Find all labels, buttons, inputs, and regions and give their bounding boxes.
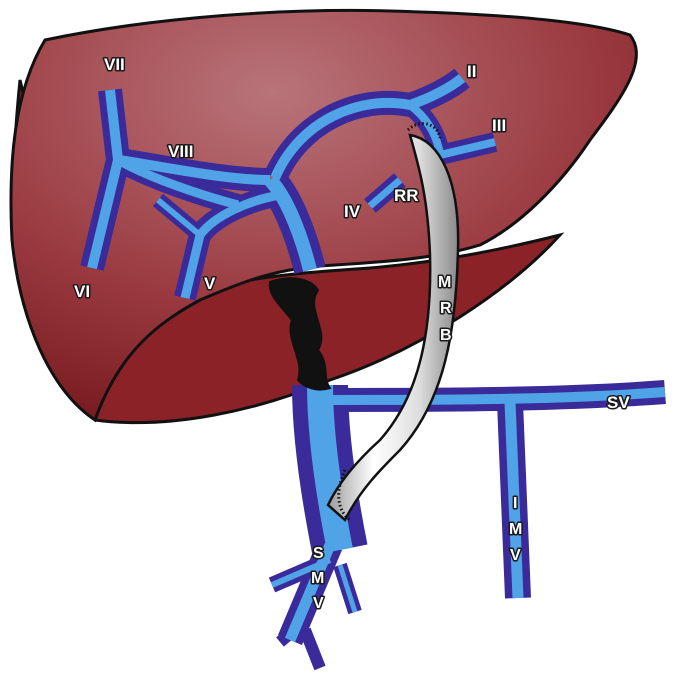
label-sv: SV (607, 393, 630, 412)
intrahepatic-portal-veins (80, 68, 666, 671)
label-mrb-m: M (438, 274, 451, 291)
portal-vein-occlusion (268, 277, 332, 391)
label-mrb-b: B (440, 327, 452, 344)
label-mrb-r: R (440, 300, 452, 317)
label-segment-vii: VII (104, 55, 125, 74)
label-segment-vi: VI (74, 282, 90, 301)
label-segment-ii: II (467, 62, 476, 81)
label-imv-i: I (513, 495, 517, 512)
graft-distal-suture (337, 469, 351, 522)
label-imv-v: V (510, 547, 521, 564)
graft-tube (326, 133, 460, 523)
label-imv-m: M (509, 521, 522, 538)
label-segment-viii: VIII (168, 142, 194, 161)
label-segment-v: V (204, 274, 216, 293)
label-smv-m: M (311, 570, 324, 587)
label-rr: RR (394, 186, 419, 205)
labels: VII II III VIII RR IV V VI M R B SV I M … (73, 54, 632, 614)
label-smv-v: V (313, 595, 324, 612)
label-smv-s: S (313, 545, 324, 562)
meso-rex-bypass-graft (326, 122, 460, 523)
label-segment-iv: IV (344, 202, 361, 221)
liver (9, 8, 638, 425)
label-segment-iii: III (492, 116, 506, 135)
